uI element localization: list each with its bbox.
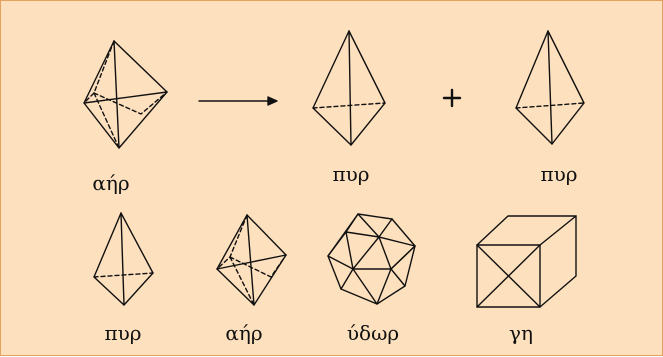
bottom-label-water: ύδωρ	[346, 321, 400, 345]
top-label-fire-2: πυρ	[540, 162, 578, 186]
bottom-label-air: αήρ	[225, 321, 263, 345]
octahedron-top-icon	[83, 40, 168, 149]
cube-icon	[476, 215, 577, 308]
bottom-label-fire: πυρ	[104, 321, 142, 345]
plus-icon	[442, 88, 462, 108]
top-label-air: αήρ	[92, 171, 130, 195]
tetrahedron-bottom-icon	[93, 212, 154, 306]
top-label-fire-1: πυρ	[332, 162, 370, 186]
tetrahedron-top-right-icon	[515, 30, 585, 145]
octahedron-bottom-icon	[216, 214, 287, 306]
tetrahedron-top-left-icon	[312, 30, 386, 146]
icosahedron-icon	[327, 213, 416, 305]
bottom-label-earth: γη	[509, 321, 533, 345]
right-arrow-icon	[198, 96, 278, 106]
